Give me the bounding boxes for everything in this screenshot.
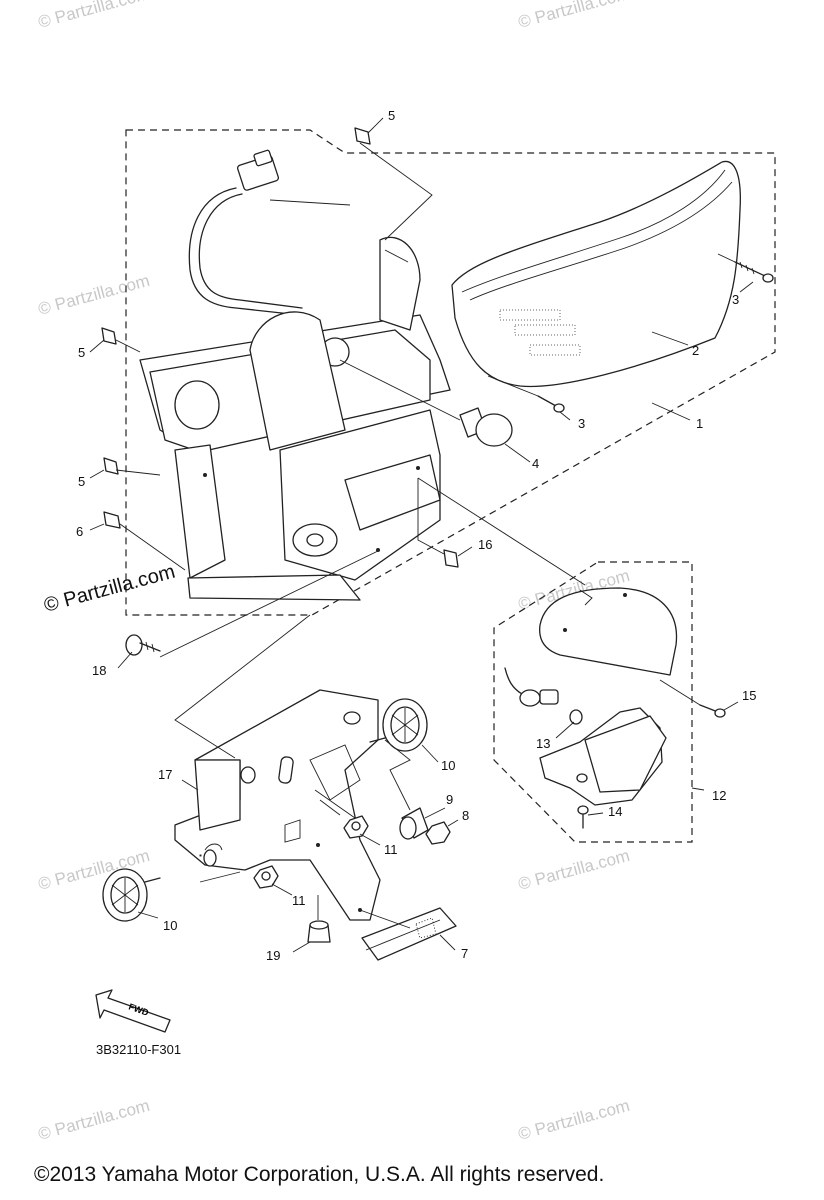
bracket-part-17 [174, 689, 381, 921]
watermark: © Partzilla.com [516, 0, 632, 32]
diagram-code: 3B32110-F301 [96, 1042, 182, 1057]
callout-17: 17 [158, 767, 172, 782]
bolt-part-18 [125, 634, 161, 656]
callout-5: 5 [78, 345, 85, 360]
housing-socket-left [174, 380, 220, 430]
callout-11: 11 [384, 842, 398, 857]
knob-part-10-upper [369, 698, 428, 752]
bulb-part-4 [459, 407, 513, 447]
callout-11: 11 [292, 893, 306, 908]
watermark-prominent: © Partzilla.com [42, 561, 178, 617]
knob-part-10-lower [102, 868, 161, 922]
cover-part-9 [399, 807, 429, 840]
wire-connector-icon [236, 155, 280, 191]
callout-12: 12 [712, 788, 726, 803]
clip-part-6 [103, 511, 121, 529]
callout-14: 14 [608, 804, 622, 819]
nut-part-11-lower [253, 865, 279, 889]
assembly-boundary-1 [125, 129, 776, 616]
reflector-part-7 [361, 907, 457, 961]
nut-part-11-upper [343, 815, 369, 839]
watermark: © Partzilla.com [36, 1096, 152, 1144]
callout-labels: 5 3 2 5 3 1 4 5 6 16 18 15 13 10 17 12 9… [76, 108, 756, 963]
damper-part-19 [307, 920, 331, 943]
screw-part-3-lower [537, 395, 565, 413]
callout-5: 5 [388, 108, 395, 123]
callout-6: 6 [76, 524, 83, 539]
watermark: © Partzilla.com [516, 846, 632, 894]
callout-7: 7 [461, 946, 468, 961]
callout-10: 10 [163, 918, 177, 933]
nut-part-8 [425, 821, 451, 845]
callout-3: 3 [732, 292, 739, 307]
forward-arrow-icon: FWD [95, 989, 171, 1033]
clip-part-5-left-upper [101, 327, 117, 345]
screw-part-15 [699, 704, 726, 718]
callout-4: 4 [532, 456, 539, 471]
lens-texture [499, 309, 581, 356]
callout-13: 13 [536, 736, 550, 751]
leader-lines [89, 117, 754, 953]
wire-harness [188, 149, 351, 316]
screw-part-3-upper [734, 261, 774, 283]
callout-19: 19 [266, 948, 280, 963]
callout-18: 18 [92, 663, 106, 678]
clip-part-5-left-lower [103, 457, 119, 475]
screw-part-14 [577, 805, 589, 829]
copyright-notice: ©2013 Yamaha Motor Corporation, U.S.A. A… [34, 1163, 605, 1186]
clip-part-16 [443, 549, 459, 568]
assembly-boundary-12 [493, 561, 693, 843]
tail-lens-part-2 [451, 160, 741, 388]
callout-15: 15 [742, 688, 756, 703]
callout-2: 2 [692, 343, 699, 358]
callout-5: 5 [78, 474, 85, 489]
callout-16: 16 [478, 537, 492, 552]
callout-10: 10 [441, 758, 455, 773]
callout-9: 9 [446, 792, 453, 807]
lamp-housing-part-12 [539, 707, 667, 806]
license-light-part-12 [539, 587, 678, 676]
watermark: © Partzilla.com [36, 0, 152, 32]
clip-part-5-top [354, 127, 371, 145]
watermark: © Partzilla.com [516, 1096, 632, 1144]
watermark: © Partzilla.com [36, 271, 152, 319]
callout-1: 1 [696, 416, 703, 431]
tail-housing [139, 236, 451, 601]
callout-3: 3 [578, 416, 585, 431]
socket-part-13 [504, 667, 583, 725]
callout-8: 8 [462, 808, 469, 823]
